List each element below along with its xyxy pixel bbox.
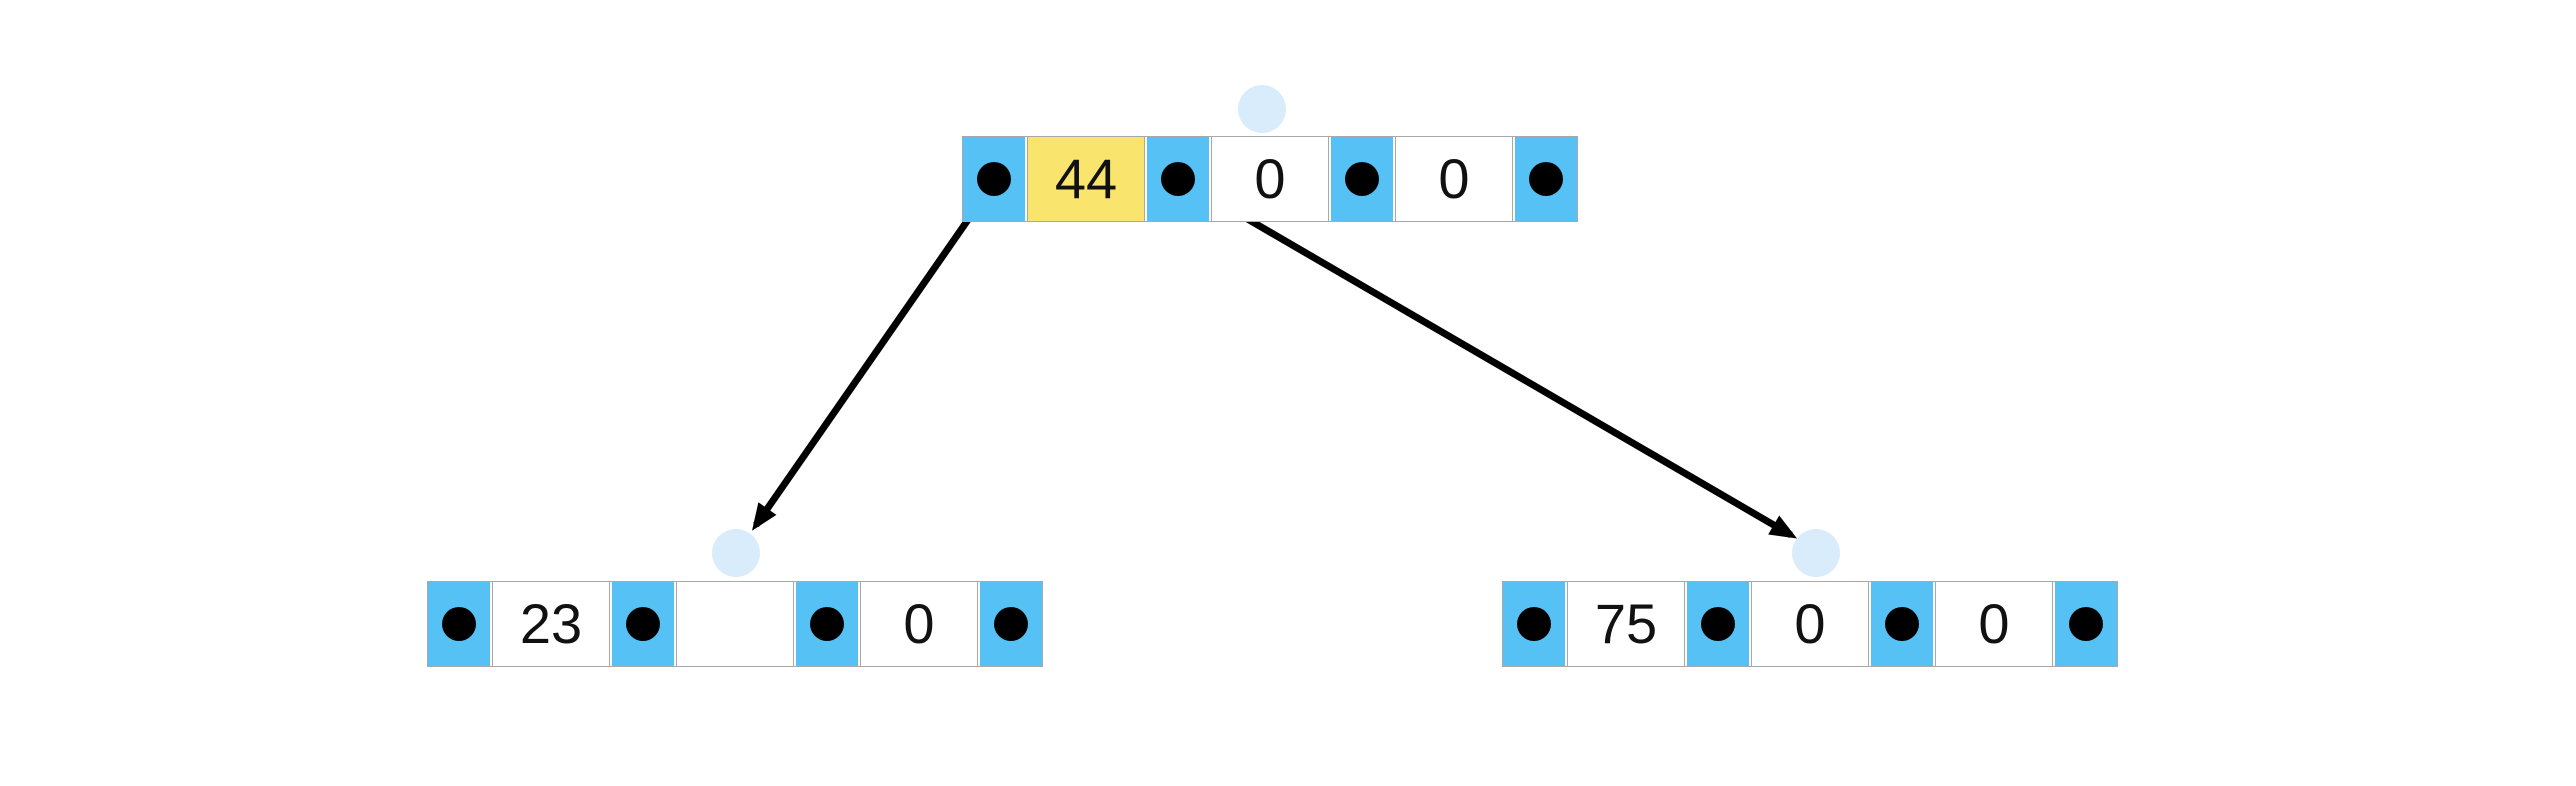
pointer-cell	[1503, 582, 1565, 666]
btree-node-left-child: 23 0	[427, 581, 1043, 667]
pointer-cell	[428, 582, 490, 666]
key-cell: 75	[1567, 582, 1685, 666]
pointer-dot-icon	[1345, 162, 1379, 196]
pointer-cell	[2055, 582, 2117, 666]
cursor-highlight-root	[1238, 85, 1286, 133]
key-cell: 0	[860, 582, 978, 666]
btree-node-root: 44 0 0	[962, 136, 1578, 222]
pointer-dot-icon	[1517, 607, 1551, 641]
arrow-root-to-right-child	[1175, 174, 1798, 539]
pointer-dot-icon	[1885, 607, 1919, 641]
pointer-dot-icon	[1529, 162, 1563, 196]
pointer-cell	[1687, 582, 1749, 666]
cursor-highlight-left-child	[712, 529, 760, 577]
pointer-dot-icon	[1161, 162, 1195, 196]
key-cell-empty	[676, 582, 794, 666]
key-cell: 0	[1935, 582, 2053, 666]
pointer-cell	[1147, 137, 1209, 221]
btree-node-right-child: 75 0 0	[1502, 581, 2118, 667]
pointer-cell	[980, 582, 1042, 666]
pointer-cell	[796, 582, 858, 666]
pointer-cell	[1871, 582, 1933, 666]
key-cell: 0	[1395, 137, 1513, 221]
pointer-cell	[612, 582, 674, 666]
cursor-highlight-right-child	[1792, 529, 1840, 577]
key-cell: 0	[1751, 582, 1869, 666]
pointer-dot-icon	[1701, 607, 1735, 641]
pointer-dot-icon	[977, 162, 1011, 196]
pointer-cell	[1331, 137, 1393, 221]
pointer-cell	[963, 137, 1025, 221]
pointer-dot-icon	[2069, 607, 2103, 641]
pointer-cell	[1515, 137, 1577, 221]
key-cell: 23	[492, 582, 610, 666]
pointer-dot-icon	[442, 607, 476, 641]
key-cell-highlighted: 44	[1027, 137, 1145, 221]
key-cell: 0	[1211, 137, 1329, 221]
arrow-root-to-left-child	[752, 176, 1000, 531]
pointer-dot-icon	[810, 607, 844, 641]
pointer-dot-icon	[626, 607, 660, 641]
pointer-dot-icon	[994, 607, 1028, 641]
